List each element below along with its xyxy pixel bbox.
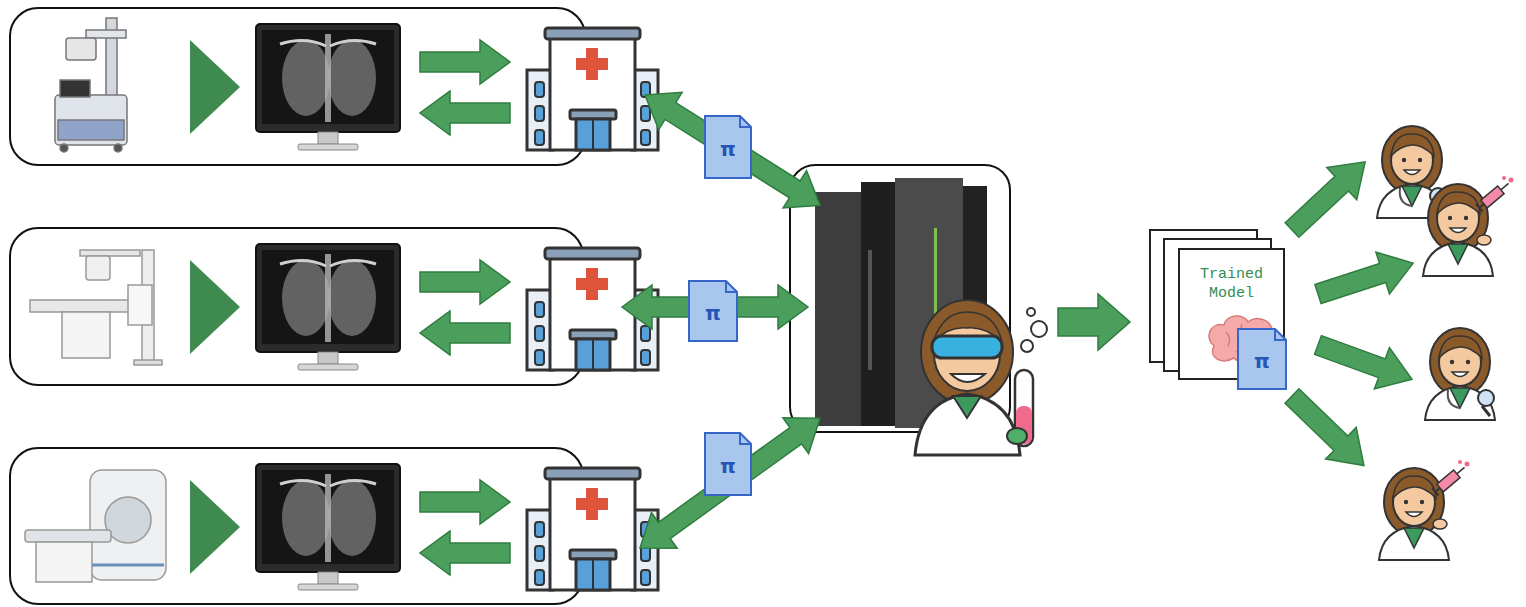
mobile-xray-machine xyxy=(66,38,96,60)
page-outline xyxy=(1179,249,1284,379)
parameter-document: π xyxy=(1237,328,1287,390)
mobile-xray-machine xyxy=(55,95,127,145)
scientist-avatar xyxy=(915,300,1047,455)
distribution-arrow xyxy=(1277,380,1379,481)
document-outline xyxy=(740,433,751,444)
output-arrow xyxy=(1058,294,1130,350)
distribution-arrow xyxy=(1277,146,1380,246)
document-outline xyxy=(689,281,737,341)
ct-scanner xyxy=(36,542,92,582)
parameter-symbol: π xyxy=(720,455,736,477)
doctor-avatar xyxy=(1423,176,1514,276)
output-arrow xyxy=(1058,294,1130,350)
parameter-symbol: π xyxy=(1254,350,1270,372)
scientist-avatar xyxy=(932,336,1002,358)
acquisition-row xyxy=(190,24,658,150)
scientist-avatar xyxy=(951,374,985,382)
mobile-xray-machine xyxy=(60,144,68,152)
document-outline xyxy=(740,116,751,127)
scientist-avatar xyxy=(953,396,981,418)
distribution-arrow xyxy=(1311,242,1420,315)
xray-table xyxy=(30,250,162,365)
document-outline xyxy=(1238,329,1286,389)
model-document: Trained Model π xyxy=(1178,248,1285,380)
xray-table xyxy=(128,285,152,325)
server-rack xyxy=(815,192,861,426)
parameter-document: π xyxy=(704,432,752,496)
server-rack xyxy=(868,250,872,370)
parameter-document: π xyxy=(704,115,752,179)
xray-table xyxy=(62,312,110,358)
exchange-arrow xyxy=(633,76,832,224)
xray-table xyxy=(86,256,110,280)
parameter-document: π xyxy=(688,280,738,342)
mobile-xray-machine xyxy=(55,18,127,152)
ct-scanner xyxy=(25,470,166,582)
ct-scanner xyxy=(92,564,164,567)
scientist-avatar xyxy=(1007,428,1027,444)
ct-scanner xyxy=(25,530,111,542)
document-outline xyxy=(705,116,751,178)
scientist-avatar xyxy=(921,300,1013,404)
distribution-arrow xyxy=(1310,324,1419,400)
ct-scanner xyxy=(105,497,151,543)
doctor-avatar xyxy=(1379,460,1470,560)
mobile-xray-machine xyxy=(86,30,126,38)
parameter-symbol: π xyxy=(720,138,736,160)
scientist-avatar xyxy=(1031,321,1047,337)
document-outline xyxy=(705,433,751,495)
acquisition-row xyxy=(190,244,658,370)
scientist-avatar xyxy=(1021,340,1033,352)
scientist-avatar xyxy=(915,394,1020,455)
mobile-xray-machine xyxy=(60,80,90,97)
xray-table xyxy=(80,250,140,256)
document-outline xyxy=(1275,329,1286,340)
acquisition-row xyxy=(190,464,658,590)
parameter-symbol: π xyxy=(705,302,721,324)
doctor-avatar xyxy=(1425,328,1495,420)
server-rack xyxy=(861,182,895,426)
xray-table xyxy=(30,300,142,312)
scientist-avatar xyxy=(1027,308,1035,316)
mobile-xray-machine xyxy=(58,120,124,140)
exchange-arrow xyxy=(622,76,833,565)
document-outline xyxy=(726,281,737,292)
exchange-arrow xyxy=(627,400,833,566)
xray-table xyxy=(134,360,162,365)
ct-scanner xyxy=(90,470,166,580)
model-label: Trained Model xyxy=(1192,266,1272,304)
mobile-xray-machine xyxy=(114,144,122,152)
